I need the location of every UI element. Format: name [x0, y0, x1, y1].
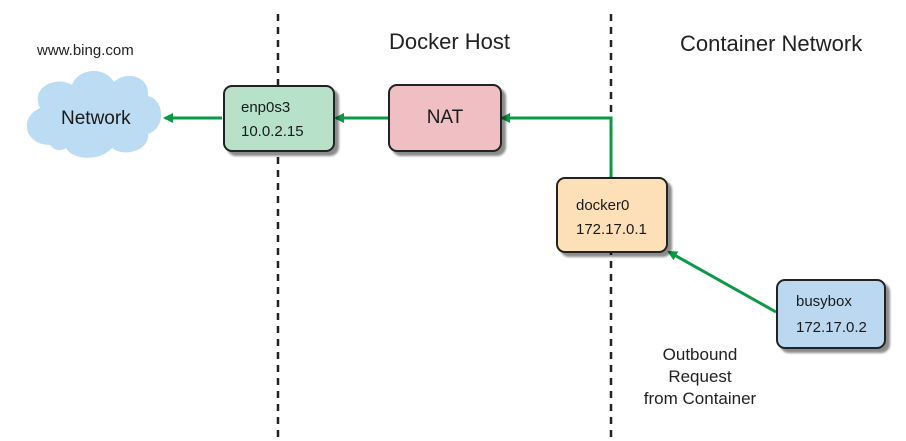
section-title-docker-host: Docker Host: [389, 29, 511, 54]
caption-line-3: from Container: [643, 389, 757, 408]
caption-line-1: Outbound: [662, 345, 738, 364]
docker0-ip: 172.17.0.1: [576, 221, 647, 238]
cloud-icon: [26, 71, 162, 158]
arrow-busybox-to-docker0: [667, 250, 777, 314]
busybox-ip: 172.17.0.2: [796, 319, 867, 336]
section-title-container-network: Container Network: [680, 31, 863, 56]
enp0s3-name: enp0s3: [241, 99, 291, 116]
url-label: www.bing.com: [37, 42, 134, 59]
enp0s3-node: enp0s3 10.0.2.15: [223, 85, 335, 152]
busybox-name: busybox: [796, 293, 852, 310]
docker0-node: docker0 172.17.0.1: [556, 177, 668, 253]
arrow-docker0-to-nat: [500, 113, 613, 177]
nat-label: NAT: [426, 107, 464, 128]
docker0-name: docker0: [576, 197, 630, 214]
outbound-caption: Outbound Request from Container: [612, 344, 788, 410]
nat-node: NAT: [388, 84, 502, 152]
enp0s3-ip: 10.0.2.15: [241, 123, 304, 140]
busybox-node: busybox 172.17.0.2: [776, 279, 886, 349]
caption-line-2: Request: [668, 367, 732, 386]
cloud-label: Network: [61, 108, 131, 129]
